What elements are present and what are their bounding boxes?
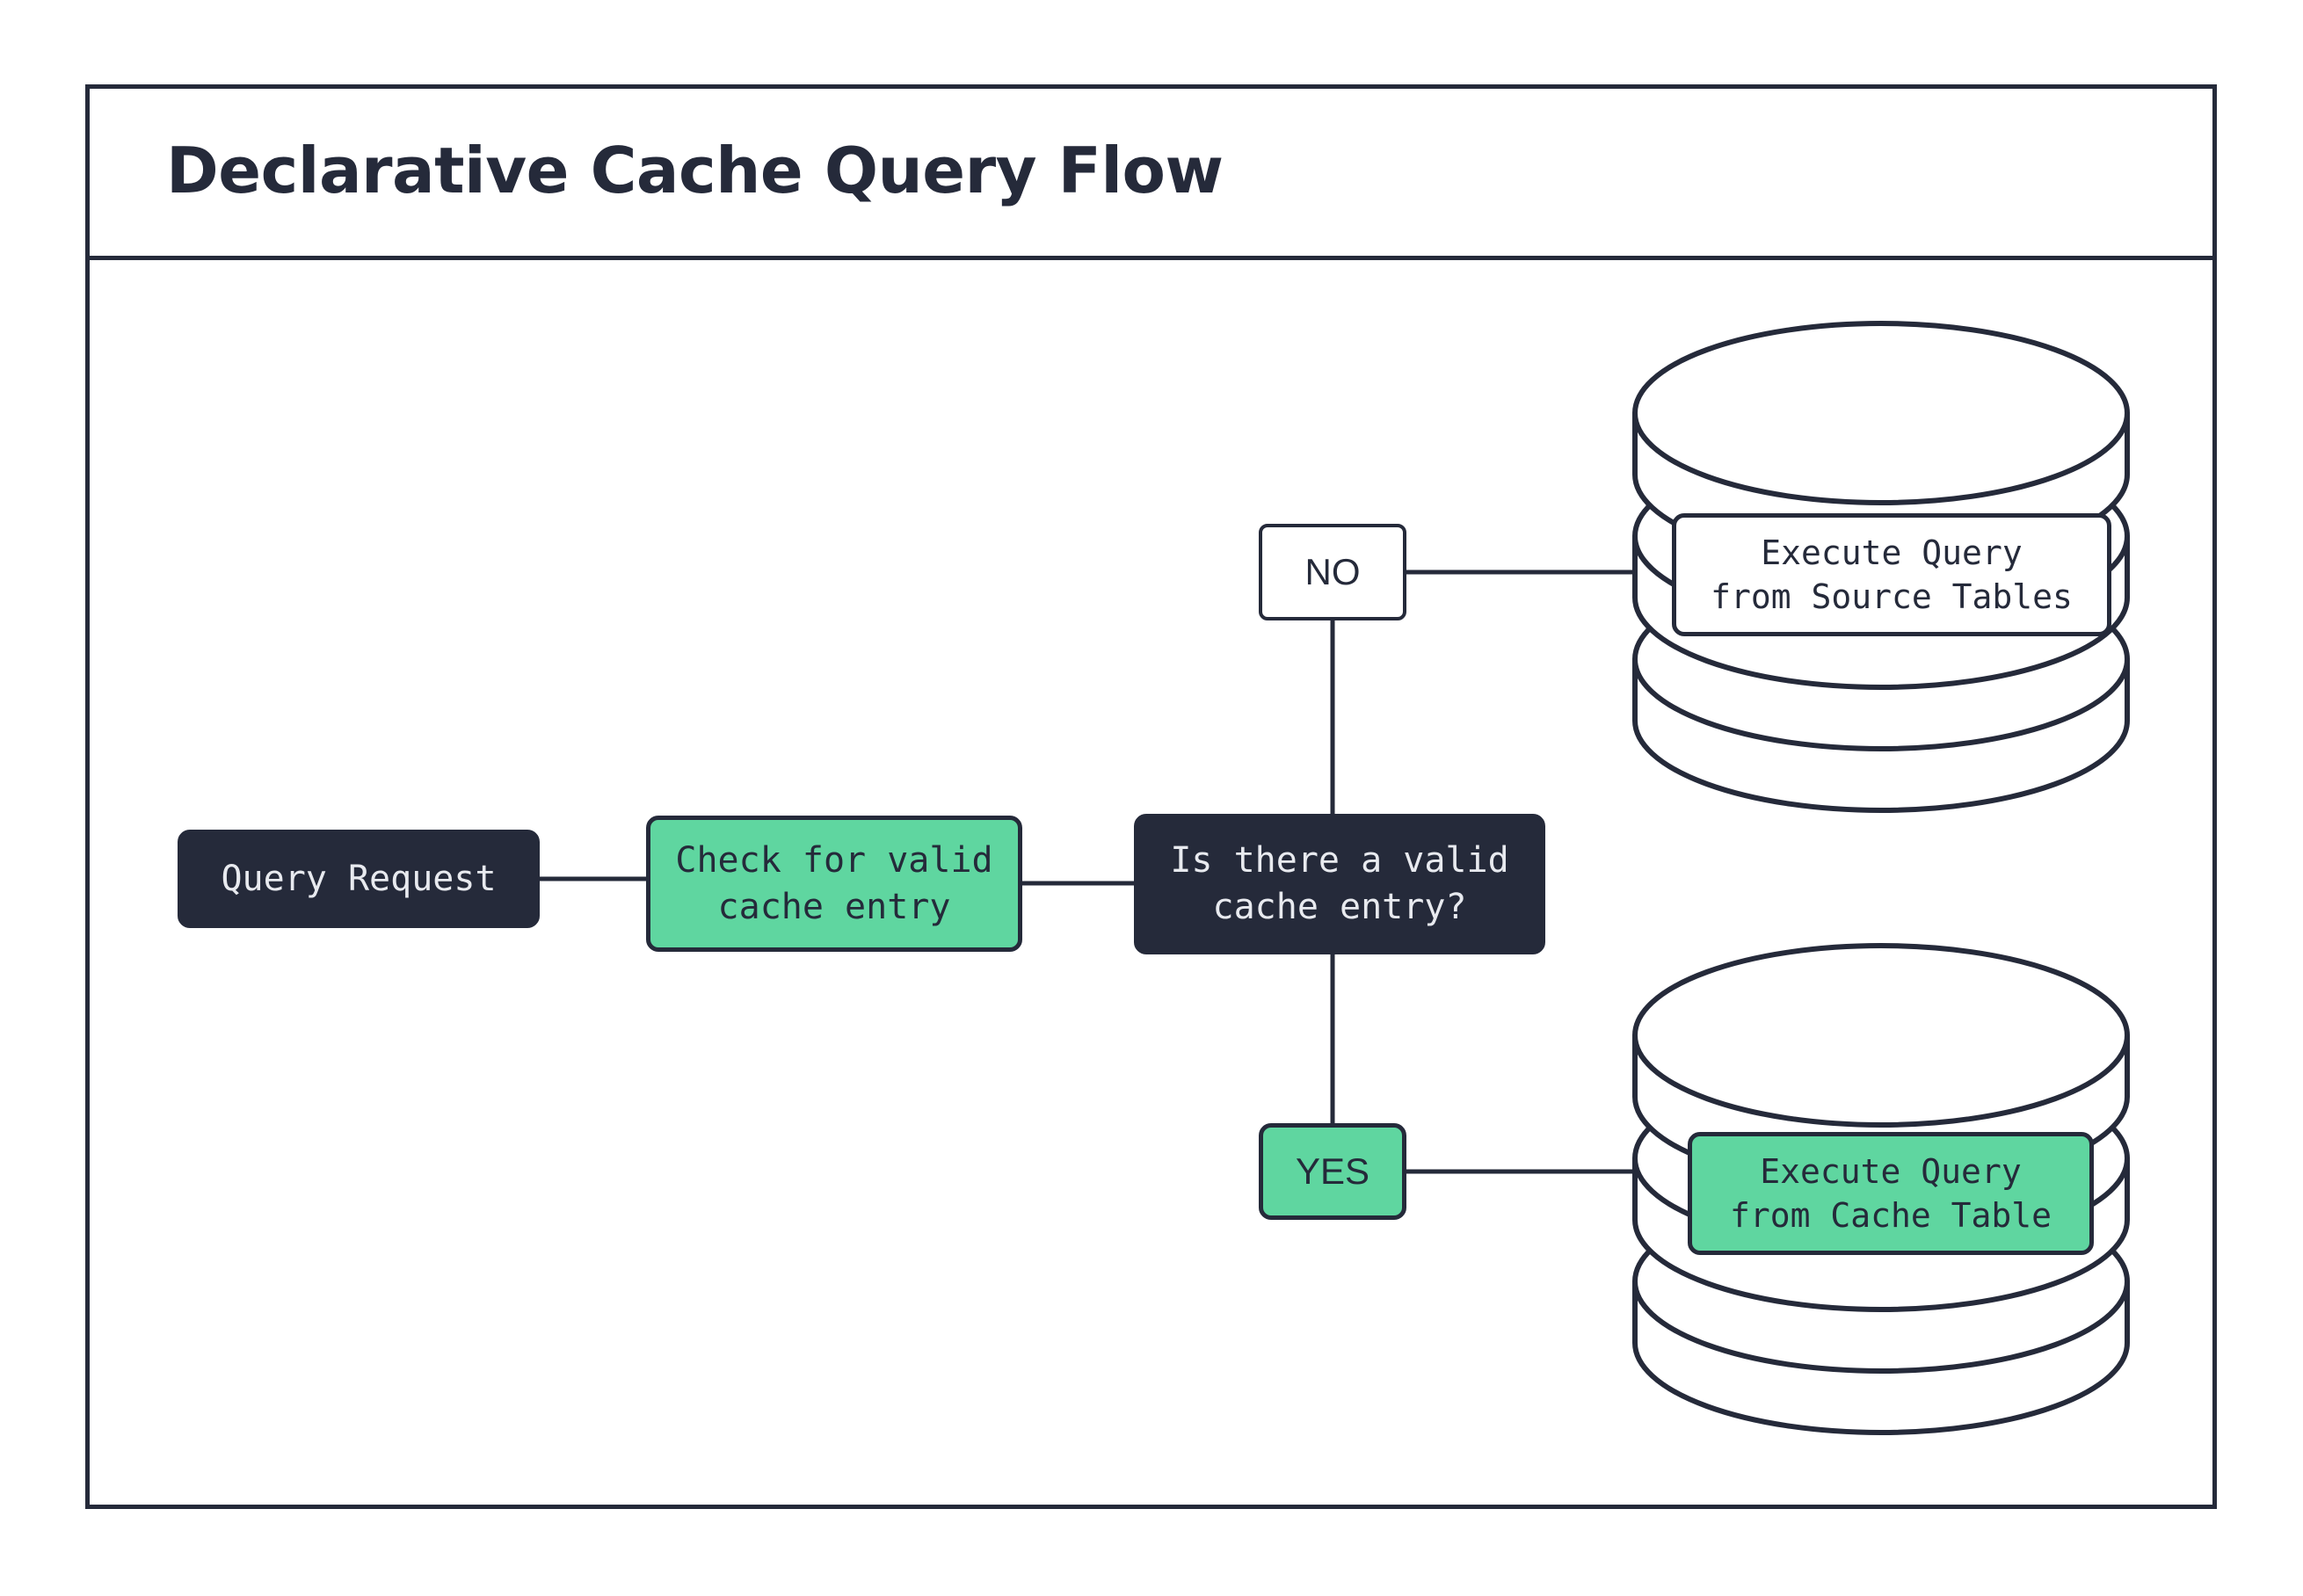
node-execute-query-from-cache-table[interactable]: Execute Query from Cache Table xyxy=(1688,1132,2094,1255)
node-query-request[interactable]: Query Request xyxy=(178,830,540,928)
branch-label-yes[interactable]: YES xyxy=(1259,1123,1406,1220)
page-title: Declarative Cache Query Flow xyxy=(166,133,1224,207)
diagram-frame xyxy=(85,84,2217,1509)
branch-label-no[interactable]: NO xyxy=(1259,524,1406,620)
node-execute-query-from-source-tables[interactable]: Execute Query from Source Tables xyxy=(1672,513,2111,636)
node-check-for-valid-cache-entry[interactable]: Check for valid cache entry xyxy=(646,816,1022,952)
diagram-title-bar: Declarative Cache Query Flow xyxy=(85,84,2217,260)
node-decision-valid-cache-entry[interactable]: Is there a valid cache entry? xyxy=(1134,814,1545,954)
